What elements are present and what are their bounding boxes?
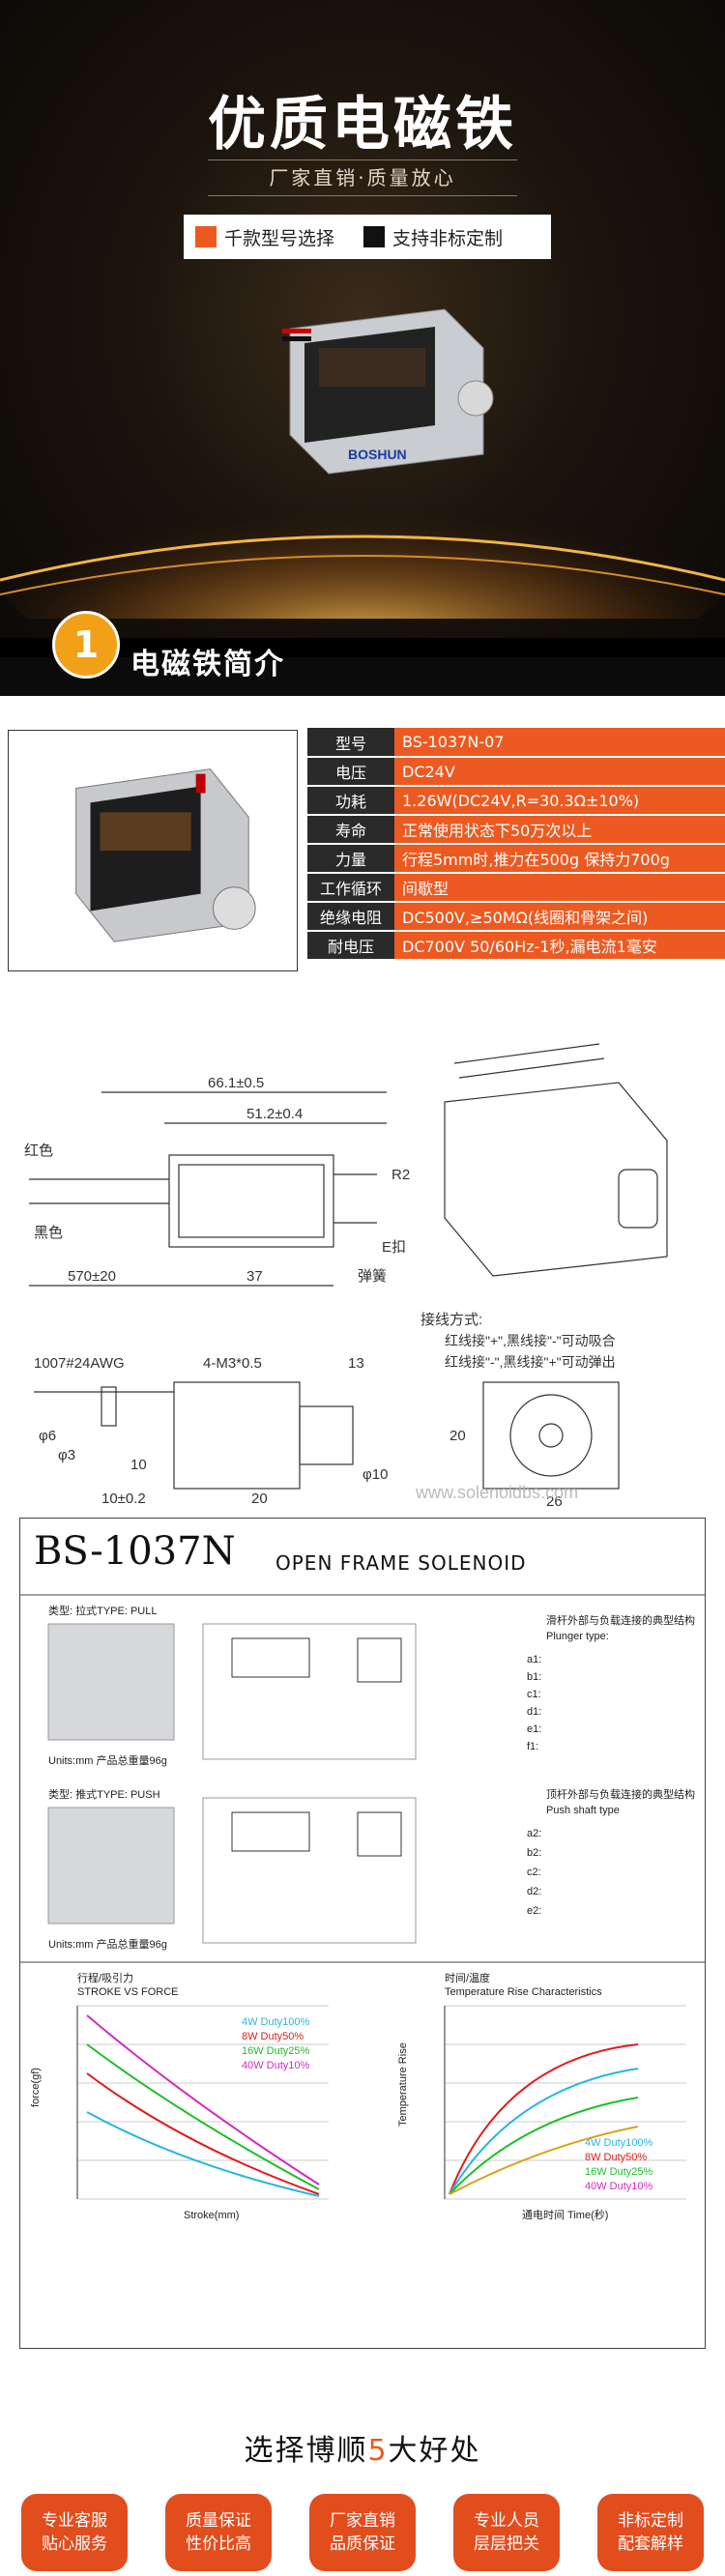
svg-text:Units:mm 产品总重量96g: Units:mm 产品总重量96g xyxy=(48,1937,167,1951)
advantage-item: 厂家直销品质保证 xyxy=(309,2494,416,2571)
svg-text:Units:mm 产品总重量96g: Units:mm 产品总重量96g xyxy=(48,1753,167,1767)
svg-text:BOSHUN: BOSHUN xyxy=(348,447,407,462)
svg-text:c2:: c2: xyxy=(527,1867,541,1878)
svg-text:Temperature Rise: Temperature Rise xyxy=(397,2042,409,2127)
advantages-title: 选择博顺5大好处 xyxy=(244,2434,481,2468)
spec-row: 寿命正常使用状态下50万次以上 xyxy=(307,815,725,845)
svg-text:8W Duty50%: 8W Duty50% xyxy=(585,2152,647,2163)
svg-text:滑杆外部与负载连接的典型结构: 滑杆外部与负载连接的典型结构 xyxy=(546,1613,695,1627)
advantages-list: 专业客服贴心服务 质量保证性价比高 厂家直销品质保证 专业人员层层把关 非标定制… xyxy=(21,2494,704,2571)
spec-row: 工作循环间歇型 xyxy=(307,873,725,903)
hero-badges: 千款型号选择 支持非标定制 xyxy=(184,215,551,259)
badge-models: 千款型号选择 xyxy=(195,224,334,250)
svg-text:1007#24AWG: 1007#24AWG xyxy=(34,1355,125,1372)
svg-text:c1:: c1: xyxy=(527,1689,541,1700)
black-square-icon xyxy=(363,226,386,247)
push-photo xyxy=(47,1807,175,1925)
svg-text:4W Duty100%: 4W Duty100% xyxy=(585,2137,653,2149)
svg-text:13: 13 xyxy=(348,1355,364,1372)
orange-square-icon xyxy=(195,226,217,247)
svg-text:Push shaft type: Push shaft type xyxy=(546,1805,620,1816)
svg-text:10±0.2: 10±0.2 xyxy=(102,1491,146,1507)
dimension-drawing: 66.1±0.5 51.2±0.4 红色 黑色 E扣 弹簧 R2 570±20 … xyxy=(0,1005,725,1510)
svg-text:φ3: φ3 xyxy=(58,1447,75,1463)
solenoid-product-image: BOSHUN xyxy=(282,308,494,475)
hero-title: 优质电磁铁 xyxy=(208,91,517,159)
datasheet: BS-1037N OPEN FRAME SOLENOID 类型: 拉式TYPE:… xyxy=(0,1508,725,2378)
svg-text:类型: 拉式TYPE: PULL: 类型: 拉式TYPE: PULL xyxy=(48,1604,157,1617)
svg-text:弹簧: 弹簧 xyxy=(358,1268,387,1285)
svg-text:37: 37 xyxy=(246,1268,263,1285)
svg-text:40W Duty10%: 40W Duty10% xyxy=(585,2181,653,2192)
svg-text:a2:: a2: xyxy=(527,1828,541,1839)
datasheet-type-title: OPEN FRAME SOLENOID xyxy=(276,1551,527,1575)
section-number-badge: 1 xyxy=(52,611,120,679)
advantage-item: 非标定制配套解样 xyxy=(597,2494,704,2571)
svg-text:51.2±0.4: 51.2±0.4 xyxy=(246,1106,303,1122)
svg-text:a1:: a1: xyxy=(527,1654,541,1665)
watermark: www.solenoidbs.com xyxy=(415,1483,578,1502)
svg-text:20: 20 xyxy=(251,1491,268,1507)
svg-text:d1:: d1: xyxy=(527,1706,541,1718)
intro-bar xyxy=(0,638,725,696)
datasheet-model: BS-1037N xyxy=(34,1529,236,1574)
svg-text:40W Duty10%: 40W Duty10% xyxy=(242,2060,310,2071)
svg-text:b1:: b1: xyxy=(527,1671,541,1683)
svg-text:e1:: e1: xyxy=(527,1723,541,1735)
advantages-section: 选择博顺5大好处 专业客服贴心服务 质量保证性价比高 厂家直销品质保证 专业人员… xyxy=(0,2407,725,2576)
svg-text:66.1±0.5: 66.1±0.5 xyxy=(208,1075,264,1091)
svg-text:16W Duty25%: 16W Duty25% xyxy=(585,2166,653,2178)
svg-text:接线方式:: 接线方式: xyxy=(420,1312,482,1328)
svg-text:E扣: E扣 xyxy=(382,1239,406,1256)
advantage-item: 专业客服贴心服务 xyxy=(21,2494,128,2571)
svg-text:类型: 推式TYPE: PUSH: 类型: 推式TYPE: PUSH xyxy=(48,1787,160,1801)
pull-photo xyxy=(47,1623,175,1741)
svg-text:Plunger type:: Plunger type: xyxy=(546,1631,609,1642)
product-photo xyxy=(8,730,298,971)
advantage-item: 质量保证性价比高 xyxy=(165,2494,272,2571)
datasheet-frame xyxy=(19,1518,706,2349)
light-rays xyxy=(0,454,725,619)
svg-text:红线接"-",黑线接"+"可动弹出: 红线接"-",黑线接"+"可动弹出 xyxy=(445,1354,616,1370)
section-title: 电磁铁简介 xyxy=(130,648,285,681)
svg-text:26: 26 xyxy=(546,1493,563,1508)
badge-custom: 支持非标定制 xyxy=(363,224,503,250)
svg-text:8W Duty50%: 8W Duty50% xyxy=(242,2031,304,2042)
hero-banner: 优质电磁铁 厂家直销·质量放心 千款型号选择 支持非标定制 BOSHUN 1 电… xyxy=(0,0,725,696)
svg-text:b2:: b2: xyxy=(527,1847,541,1859)
svg-text:顶杆外部与负载连接的典型结构: 顶杆外部与负载连接的典型结构 xyxy=(546,1787,695,1801)
svg-text:φ10: φ10 xyxy=(362,1466,388,1483)
svg-text:force(gf): force(gf) xyxy=(30,2068,42,2107)
svg-text:d2:: d2: xyxy=(527,1886,541,1897)
svg-text:Temperature Rise Characteristi: Temperature Rise Characteristics xyxy=(445,1986,602,1998)
svg-text:行程/吸引力: 行程/吸引力 xyxy=(77,1971,133,1984)
spec-row: 力量行程5mm时,推力在500g 保持力700g xyxy=(307,844,725,874)
svg-text:f1:: f1: xyxy=(527,1741,538,1752)
svg-text:16W Duty25%: 16W Duty25% xyxy=(242,2045,310,2057)
hero-subtitle: 厂家直销·质量放心 xyxy=(208,159,517,196)
svg-text:4W Duty100%: 4W Duty100% xyxy=(242,2016,310,2028)
svg-text:10: 10 xyxy=(130,1457,147,1473)
svg-text:e2:: e2: xyxy=(527,1905,541,1917)
svg-text:20: 20 xyxy=(450,1428,466,1444)
svg-text:黑色: 黑色 xyxy=(34,1225,63,1241)
svg-text:Stroke(mm): Stroke(mm) xyxy=(184,2210,239,2221)
svg-text:红色: 红色 xyxy=(24,1143,53,1159)
svg-text:时间/温度: 时间/温度 xyxy=(445,1971,490,1984)
svg-text:红线接"+",黑线接"-"可动吸合: 红线接"+",黑线接"-"可动吸合 xyxy=(445,1333,616,1348)
advantage-item: 专业人员层层把关 xyxy=(453,2494,560,2571)
svg-text:STROKE VS FORCE: STROKE VS FORCE xyxy=(77,1986,179,1998)
svg-text:通电时间 Time(秒): 通电时间 Time(秒) xyxy=(522,2208,608,2221)
svg-text:570±20: 570±20 xyxy=(68,1268,116,1285)
svg-text:4-M3*0.5: 4-M3*0.5 xyxy=(203,1355,262,1372)
svg-text:R2: R2 xyxy=(392,1167,410,1183)
svg-text:φ6: φ6 xyxy=(39,1428,56,1444)
